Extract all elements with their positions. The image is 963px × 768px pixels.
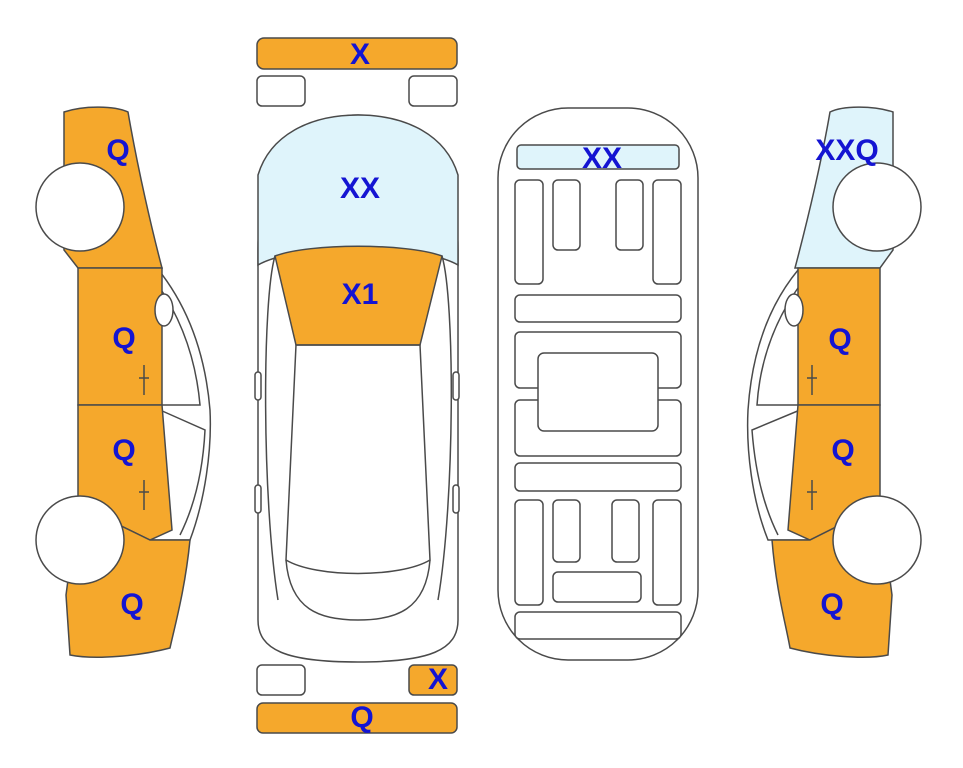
damage-labels: X XX X1 XX X Q Q Q Q Q XXQ Q Q Q bbox=[106, 38, 878, 734]
label-right-rear-door: Q bbox=[831, 434, 854, 467]
front-bumper[interactable] bbox=[256, 37, 458, 70]
headlight-left bbox=[256, 75, 306, 107]
top-view bbox=[254, 37, 460, 734]
top-view-rear-deck bbox=[285, 559, 431, 621]
underbody-panel-8 bbox=[552, 499, 581, 563]
label-right-front-fender-glass: XXQ bbox=[815, 134, 878, 167]
underbody-panel-7 bbox=[514, 499, 544, 606]
label-right-rear-quarter: Q bbox=[820, 588, 843, 621]
tail-light-left bbox=[256, 664, 306, 696]
label-left-rear-door: Q bbox=[112, 434, 135, 467]
right-front-wheel bbox=[832, 162, 922, 252]
top-view-side-line-right bbox=[437, 255, 453, 601]
top-mirror-right bbox=[452, 371, 460, 401]
top-view-side-line-left bbox=[264, 255, 279, 601]
label-tail-light-right: X bbox=[428, 663, 448, 696]
right-rear-door-handle-icon bbox=[807, 480, 817, 510]
left-front-wheel bbox=[35, 162, 125, 252]
underbody-bar-1 bbox=[514, 294, 682, 323]
right-rear-wheel bbox=[832, 495, 922, 585]
hood[interactable] bbox=[274, 245, 443, 346]
left-front-door-handle-icon bbox=[139, 365, 149, 395]
top-handle-right bbox=[452, 484, 460, 514]
label-front-bumper: X bbox=[350, 38, 370, 71]
label-left-front-door: Q bbox=[112, 322, 135, 355]
underbody-panel-2 bbox=[552, 179, 581, 251]
label-hood: X1 bbox=[342, 278, 379, 311]
underbody-panel-1 bbox=[514, 179, 544, 285]
left-side-window-line-2 bbox=[159, 409, 206, 536]
underbody-center bbox=[537, 352, 659, 432]
label-rear-bumper: Q bbox=[350, 701, 373, 734]
label-front-windshield: XX bbox=[340, 172, 380, 205]
underbody-panel-4 bbox=[652, 179, 682, 285]
underbody-panel-10 bbox=[652, 499, 682, 606]
right-mirror bbox=[784, 293, 804, 327]
underbody-panel-9 bbox=[611, 499, 640, 563]
right-front-door-handle-icon bbox=[807, 365, 817, 395]
right-side-window-line-2 bbox=[751, 409, 801, 536]
label-left-front-fender: Q bbox=[106, 134, 129, 167]
rear-bumper[interactable] bbox=[256, 702, 458, 734]
label-rear-window: XX bbox=[582, 142, 622, 175]
headlight-right bbox=[408, 75, 458, 107]
top-handle-left bbox=[254, 484, 262, 514]
underbody-bar-4 bbox=[514, 611, 682, 640]
underbody-bar-2 bbox=[514, 462, 682, 492]
right-side-view bbox=[746, 106, 922, 658]
label-right-front-door: Q bbox=[828, 323, 851, 356]
label-left-rear-quarter: Q bbox=[120, 588, 143, 621]
left-rear-wheel bbox=[35, 495, 125, 585]
underbody-bar-3 bbox=[552, 571, 642, 603]
top-mirror-left bbox=[254, 371, 262, 401]
underbody-view bbox=[497, 107, 699, 661]
tail-light-right[interactable] bbox=[408, 664, 458, 696]
underbody-panel-3 bbox=[615, 179, 644, 251]
rear-window[interactable] bbox=[516, 144, 680, 170]
left-side-view bbox=[35, 106, 212, 658]
left-rear-door-handle-icon bbox=[139, 480, 149, 510]
left-mirror bbox=[154, 293, 174, 327]
